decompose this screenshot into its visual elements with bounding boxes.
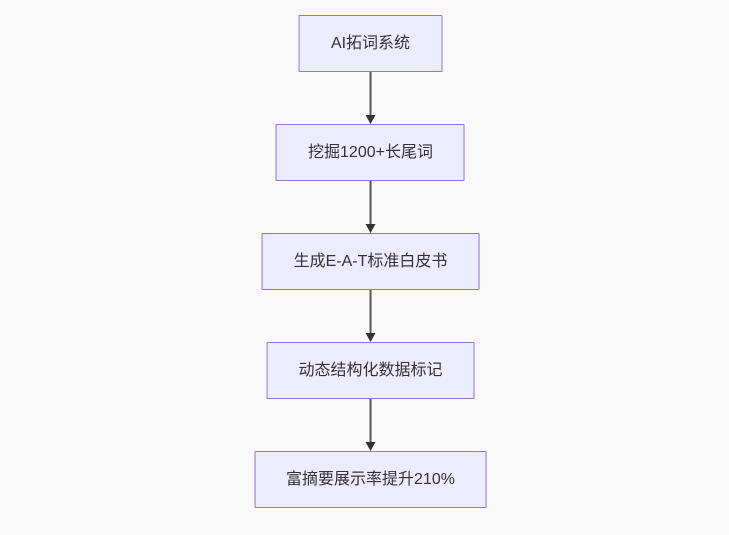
arrow-line: [369, 290, 372, 333]
flow-node-structured-data-markup: 动态结构化数据标记: [266, 342, 475, 399]
node-label: 生成E-A-T标准白皮书: [293, 252, 448, 270]
arrowhead-down-icon: [365, 442, 376, 451]
flow-node-longtail-mining: 挖掘1200+长尾词: [276, 124, 465, 181]
flow-node-ai-word-system: AI拓词系统: [298, 15, 443, 72]
node-label: 动态结构化数据标记: [298, 361, 443, 379]
arrowhead-down-icon: [365, 333, 376, 342]
node-label: AI拓词系统: [330, 34, 411, 52]
flow-arrow-2: [365, 181, 376, 233]
flow-arrow-1: [365, 72, 376, 124]
flowchart-column: AI拓词系统 挖掘1200+长尾词 生成E-A-T标准白皮书 动态结构化数据标记: [254, 15, 487, 508]
arrow-line: [369, 72, 372, 115]
flow-arrow-4: [365, 399, 376, 451]
flow-node-rich-snippet-result: 富摘要展示率提升210%: [254, 451, 487, 508]
arrowhead-down-icon: [365, 115, 376, 124]
flow-node-eat-whitepaper: 生成E-A-T标准白皮书: [261, 233, 480, 290]
arrowhead-down-icon: [365, 224, 376, 233]
node-label: 挖掘1200+长尾词: [308, 143, 433, 161]
node-label: 富摘要展示率提升210%: [286, 470, 455, 488]
arrow-line: [369, 399, 372, 442]
flow-arrow-3: [365, 290, 376, 342]
arrow-line: [369, 181, 372, 224]
